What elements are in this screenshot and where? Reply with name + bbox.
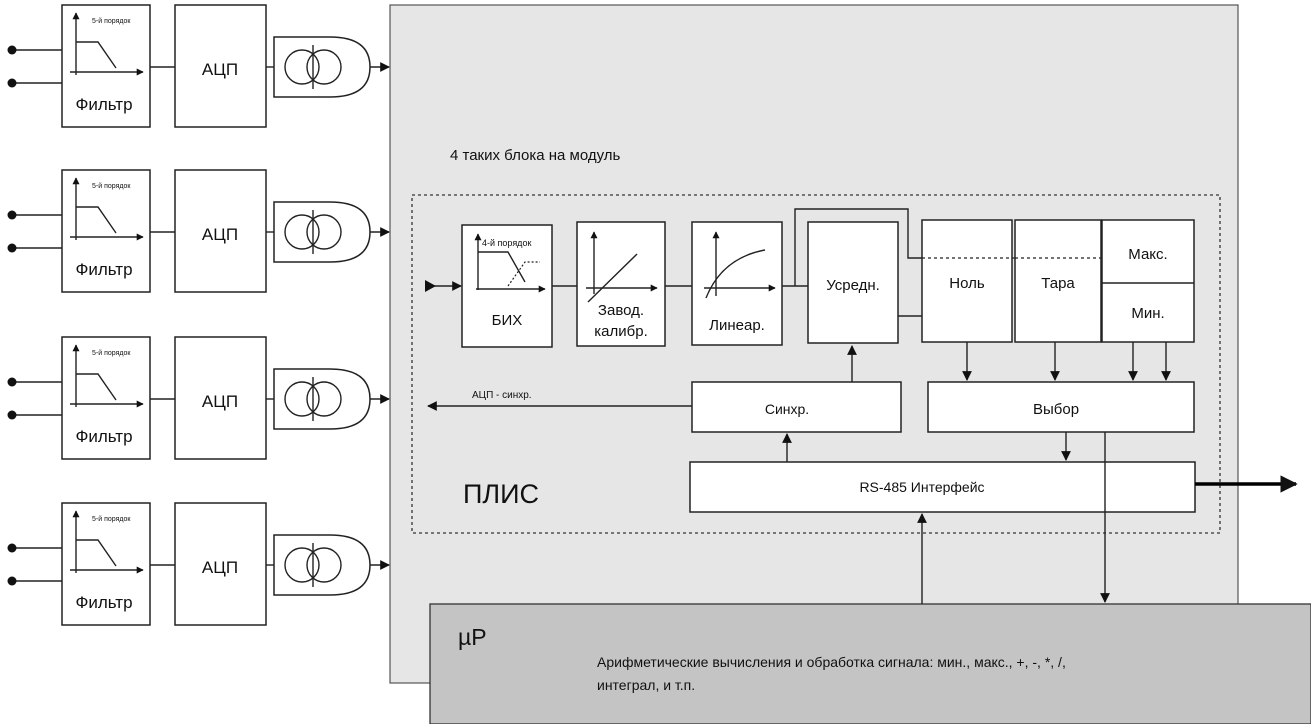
filter-label: Фильтр xyxy=(75,95,132,114)
linear-label: Линеар. xyxy=(709,317,765,334)
isolator-coil xyxy=(284,49,320,85)
fpga-label: ПЛИС xyxy=(463,479,539,509)
sync-out-label: АЦП - синхр. xyxy=(472,390,532,401)
adc-block xyxy=(174,169,267,293)
iir-input-arrow-tail xyxy=(425,280,436,292)
filter-response-curve xyxy=(76,206,117,234)
sync-label: Синхр. xyxy=(765,401,809,417)
filter-label: Фильтр xyxy=(75,427,132,446)
calibration-block: Завод. калибр. xyxy=(576,221,666,347)
filter-label: Фильтр xyxy=(75,593,132,612)
module-note: 4 таких блока на модуль xyxy=(450,147,621,164)
isolator-coil xyxy=(284,381,320,417)
bypass-line xyxy=(794,208,922,286)
iface-label: RS-485 Интерфейс xyxy=(859,479,984,495)
interface-block: RS-485 Интерфейс xyxy=(689,461,1196,513)
adc-block xyxy=(174,336,267,460)
input-terminal xyxy=(7,210,17,220)
isolator-coil xyxy=(306,381,342,417)
filter-response-curve xyxy=(76,539,117,567)
calib-label-line2: калибр. xyxy=(594,323,647,340)
filter-order-label: 5-й порядок xyxy=(92,17,131,25)
adc-block xyxy=(174,4,267,128)
isolator-shape xyxy=(273,368,371,430)
isolator-shape xyxy=(273,201,371,263)
isolator-coil xyxy=(306,214,342,250)
zero-block: Ноль xyxy=(921,219,1102,343)
min-label: Мин. xyxy=(1131,305,1164,322)
filter-response-curve xyxy=(76,373,117,401)
adc-label: АЦП xyxy=(202,392,238,411)
linearization-block: Линеар. xyxy=(691,221,783,346)
isolator-shape xyxy=(273,36,371,98)
max-label: Макс. xyxy=(1128,246,1167,263)
input-terminal xyxy=(7,45,17,55)
iir-block: 4-й порядок БИХ xyxy=(461,224,553,348)
iir-label: БИХ xyxy=(492,312,523,329)
adc-block xyxy=(174,502,267,626)
fpga-boundary xyxy=(411,194,1221,534)
input-terminal xyxy=(7,78,17,88)
tare-label: Тара xyxy=(1041,275,1075,292)
cpu-desc-line1: Арифметические вычисления и обработка си… xyxy=(597,654,1066,670)
isolator-coil xyxy=(306,49,342,85)
calib-label-line1: Завод. xyxy=(598,302,644,319)
input-terminal xyxy=(7,576,17,586)
filter-order-label: 5-й порядок xyxy=(92,349,131,357)
filter-order-label: 5-й порядок xyxy=(92,182,131,190)
sync-block: Синхр. xyxy=(691,381,902,433)
max-min-block: Макс. Мин. xyxy=(1101,219,1195,343)
filter-label: Фильтр xyxy=(75,260,132,279)
filter-order-label: 5-й порядок xyxy=(92,515,131,523)
input-terminal xyxy=(7,543,17,553)
adc-label: АЦП xyxy=(202,225,238,244)
input-terminal xyxy=(7,377,17,387)
tare-block: Тара xyxy=(1014,219,1102,343)
iir-order-label: 4-й порядок xyxy=(482,238,531,248)
adc-label: АЦП xyxy=(202,558,238,577)
adc-label: АЦП xyxy=(202,60,238,79)
isolator-coil xyxy=(284,547,320,583)
cpu-block: µP Арифметические вычисления и обработка… xyxy=(429,603,1311,724)
select-label: Выбор xyxy=(1033,401,1079,418)
isolator-shape xyxy=(273,534,371,596)
input-terminal xyxy=(7,410,17,420)
cpu-label: µP xyxy=(458,624,487,650)
selection-block: Выбор xyxy=(927,381,1195,433)
avg-label: Усредн. xyxy=(826,277,880,294)
cpu-desc-line2: интеграл, и т.п. xyxy=(597,677,695,693)
averaging-block: Усредн. xyxy=(807,221,899,344)
filter-response-curve xyxy=(76,41,117,69)
input-terminal xyxy=(7,243,17,253)
isolator-coil xyxy=(284,214,320,250)
isolator-coil xyxy=(306,547,342,583)
zero-label: Ноль xyxy=(949,275,985,292)
